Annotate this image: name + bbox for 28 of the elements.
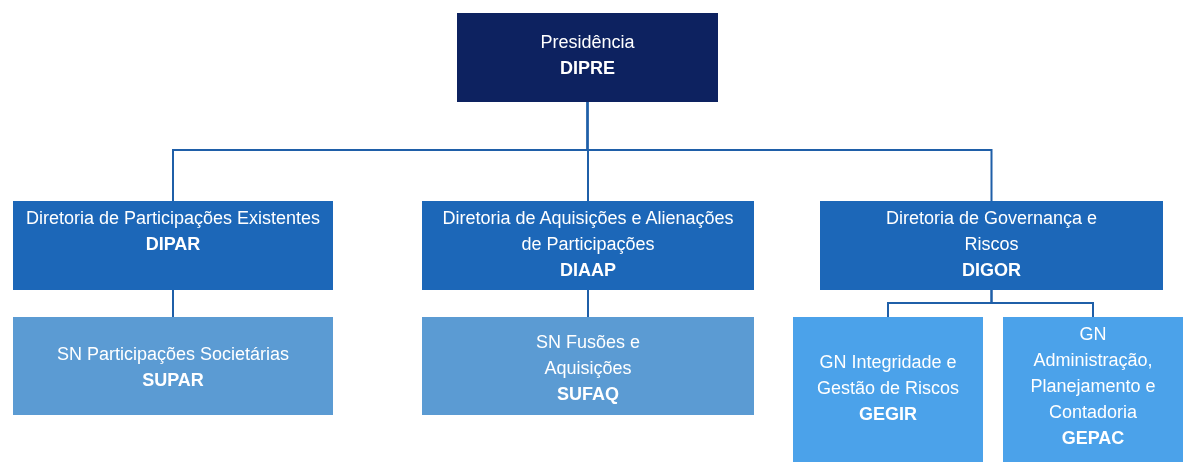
unit-name: GN Administração, Planejamento e Contadoria <box>1029 323 1157 424</box>
connector-line <box>586 101 993 202</box>
org-unit-box <box>422 317 754 415</box>
org-unit-box <box>1003 317 1183 462</box>
unit-code: GEGIR <box>859 403 917 426</box>
unit-code: SUPAR <box>142 369 204 392</box>
org-unit-box <box>820 201 1163 290</box>
unit-code: GEPAC <box>1061 427 1125 450</box>
unit-name: GN Integridade e Gestão de Riscos <box>815 351 961 400</box>
unit-code: DIPAR <box>145 233 201 256</box>
connector-line <box>587 289 589 318</box>
unit-name: Presidência <box>540 31 635 54</box>
org-unit-box <box>422 201 754 290</box>
unit-code: DIPRE <box>560 57 615 80</box>
unit-name: Diretoria de Aquisições e Alienações de Participações <box>441 207 735 256</box>
unit-code: SUFAQ <box>557 383 619 406</box>
unit-name: Diretoria de Governança e Riscos <box>884 207 1099 256</box>
unit-name: Diretoria de Participações Existentes <box>25 207 321 230</box>
unit-name: SN Fusões e Aquisições <box>534 331 641 380</box>
org-unit-box <box>13 201 333 290</box>
org-unit-box <box>13 317 333 415</box>
unit-code: DIAAP <box>560 259 616 282</box>
connector-line <box>990 289 1094 318</box>
connector-line <box>172 289 174 318</box>
org-unit-box <box>793 317 983 462</box>
unit-name: SN Participações Societárias <box>56 343 290 366</box>
unit-code: DIGOR <box>962 259 1021 282</box>
org-unit-box <box>457 13 718 102</box>
